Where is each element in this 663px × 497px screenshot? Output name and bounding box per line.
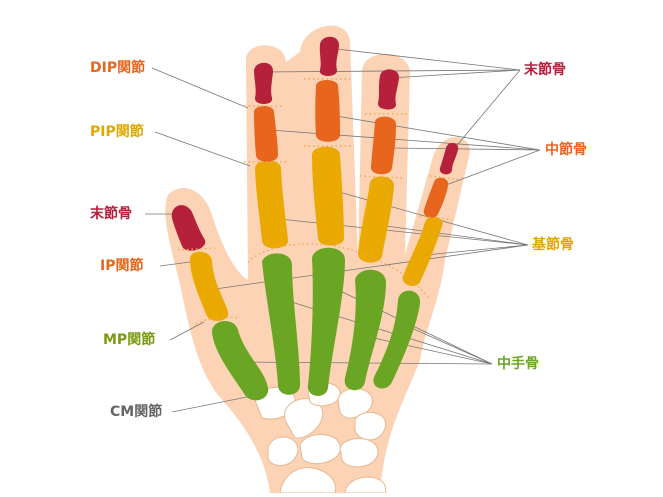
metacarpal-bones (212, 247, 421, 401)
label-proximal-phalanx: 基節骨 (532, 237, 574, 253)
distal-phalanx-ring (377, 69, 400, 110)
proximal-phalanx-index (255, 160, 289, 249)
distal-phalanx-index (254, 62, 274, 104)
leader-middle-1 (269, 129, 541, 151)
leader-distal-4 (447, 69, 521, 157)
leader-pip (154, 131, 251, 167)
leader-proximal-3 (377, 224, 529, 246)
leader-dip (151, 67, 249, 109)
metacarpal-index (262, 253, 300, 395)
dip-joint-little (429, 175, 463, 181)
joint-lines (177, 78, 463, 325)
metacarpal-ring (344, 269, 386, 391)
leader-proximal-4 (424, 244, 529, 256)
mp-joint-thumb (195, 316, 241, 325)
distal-phalanges (171, 36, 459, 251)
label-mp-joint: MP関節 (103, 332, 156, 348)
carpal-bone (267, 436, 299, 466)
middle-phalanx-index (254, 106, 278, 162)
proximal-phalanx-little (402, 216, 443, 287)
carpal-bone (299, 434, 341, 465)
proximal-phalanges (190, 146, 443, 321)
middle-phalanx-little (423, 177, 449, 218)
proximal-phalanx-middle (312, 146, 344, 246)
label-pip-joint: PIP関節 (90, 124, 144, 140)
label-middle-phalanx: 中節骨 (545, 142, 587, 158)
metacarpal-middle (307, 247, 345, 396)
leader-meta-5 (404, 324, 493, 365)
distal-phalanx-little (439, 142, 459, 175)
pip-joint-ring (359, 175, 405, 179)
metacarpal-little (373, 290, 421, 389)
carpal-bone (337, 388, 373, 419)
leader-proximal-1 (269, 217, 529, 246)
leader-middle-4 (437, 149, 541, 189)
radius-bone (279, 467, 337, 494)
leader-distal-1 (327, 47, 521, 71)
leader-meta-4 (359, 334, 493, 365)
carpal-bone (339, 438, 379, 468)
proximal-phalanx-ring (358, 176, 395, 263)
label-ip-joint: IP関節 (100, 258, 144, 274)
label-distal-phalanx-thumb: 末節骨 (90, 206, 132, 222)
label-dip-joint: DIP関節 (90, 60, 146, 76)
middle-phalanx-ring (370, 116, 396, 175)
label-cm-joint: CM関節 (110, 404, 163, 420)
middle-phalanx-middle (315, 80, 340, 142)
leader-mp (169, 321, 205, 341)
leader-middle-3 (391, 147, 541, 151)
leader-ip (159, 261, 191, 267)
ulna-bone (344, 476, 387, 494)
pip-joint-little (419, 215, 453, 221)
distal-phalanx-middle (319, 36, 340, 76)
distal-phalanx-thumb (171, 205, 206, 251)
leader-middle-2 (329, 114, 541, 151)
label-distal-phalanx: 末節骨 (524, 62, 566, 78)
middle-phalanges (254, 80, 449, 218)
carpal-bones (254, 382, 387, 494)
leader-distal-3 (389, 69, 521, 79)
leader-proximal-thumb (207, 244, 529, 291)
proximal-phalanx-thumb (190, 251, 229, 321)
carpal-bone (354, 412, 386, 441)
label-metacarpal: 中手骨 (497, 356, 539, 372)
metacarpal-thumb (212, 321, 269, 401)
ip-joint-thumb (177, 247, 217, 251)
